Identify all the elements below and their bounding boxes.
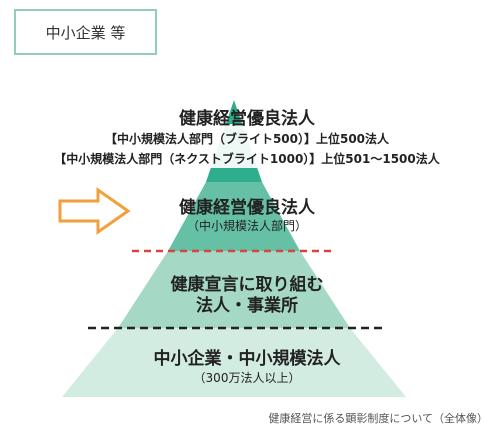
tier-top-line2: 【中小規模法人部門（ネクストブライト1000）】上位501〜1500法人 xyxy=(54,152,440,166)
orange-arrow-icon xyxy=(58,187,131,235)
tier-third-line1: 健康宣言に取り組む xyxy=(170,275,324,295)
tier-second-title: 健康経営優良法人 xyxy=(179,198,315,218)
tier-top-line1: 【中小規模法人部門（ブライト500）】上位500法人 xyxy=(104,132,390,146)
diagram-caption: 健康経営に係る顕彰制度について（全体像） xyxy=(268,412,488,425)
category-tag-label: 中小企業 等 xyxy=(45,23,126,42)
category-tag: 中小企業 等 xyxy=(14,9,157,55)
tier-base-title: 中小企業・中小規模法人 xyxy=(153,349,341,369)
tier-second-subtitle: （中小規模法人部門） xyxy=(186,219,307,233)
tier-base-subtitle: （300万法人以上） xyxy=(193,371,301,385)
pyramid-tier-second xyxy=(168,182,300,251)
tier-third-line2: 法人・事業所 xyxy=(196,296,298,316)
pyramid-tier-base xyxy=(62,328,406,397)
pyramid-tier-third xyxy=(118,251,350,328)
tier-top-title: 健康経営優良法人 xyxy=(179,109,315,129)
tier-top-text-backing xyxy=(10,124,484,168)
